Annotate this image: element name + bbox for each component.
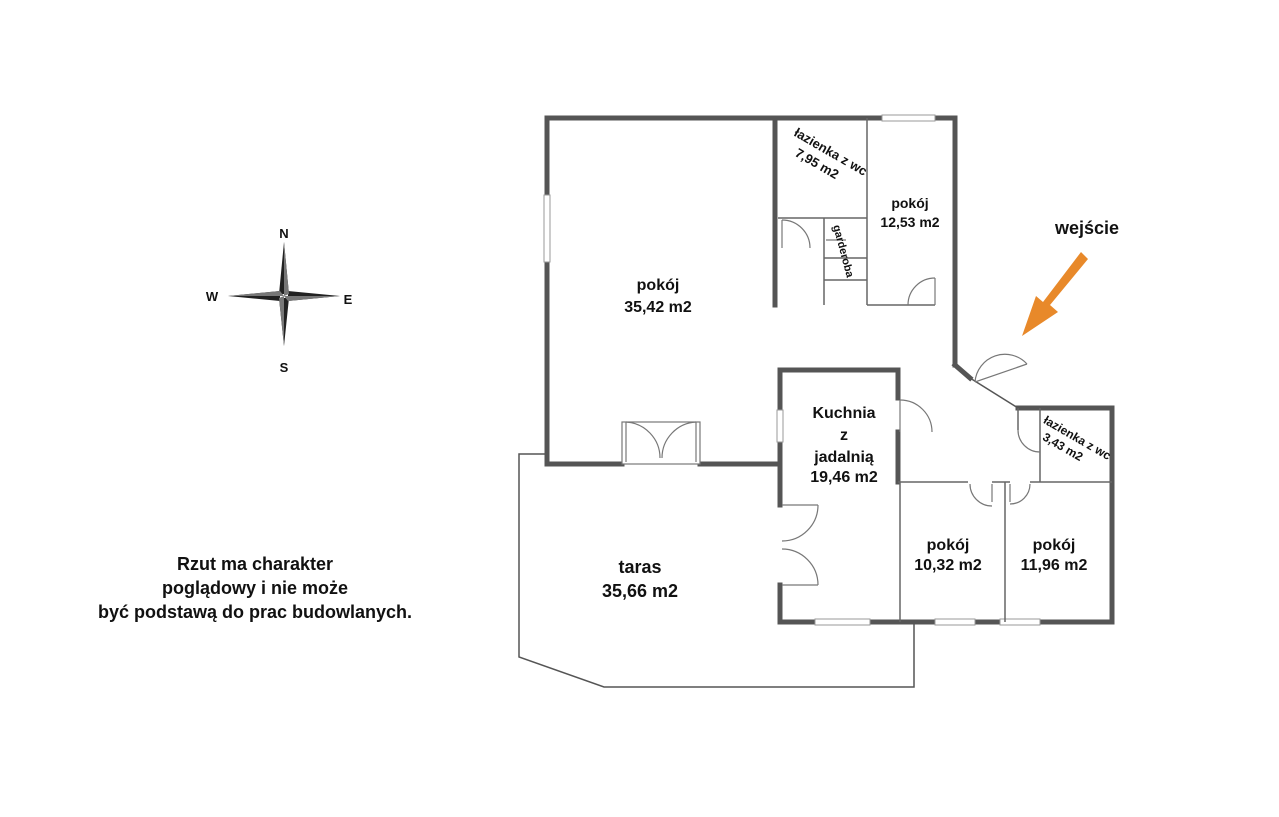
living-room-area: 35,42 m2 xyxy=(624,299,692,316)
room-ne-name: pokój xyxy=(891,195,928,211)
room-s1-name: pokój xyxy=(927,537,970,554)
terrace-area: 35,66 m2 xyxy=(602,581,678,601)
disclaimer-line1: Rzut ma charakter xyxy=(176,554,334,574)
disclaimer: Rzut ma charakter poglądowy i nie może b… xyxy=(40,552,470,624)
terrace-name: taras xyxy=(618,557,661,577)
terrace-outline xyxy=(518,453,915,688)
windows xyxy=(543,114,1041,626)
compass-w-label: W xyxy=(206,289,219,304)
wardrobe-name: garderoba xyxy=(830,224,856,280)
compass-n-label: N xyxy=(279,226,288,241)
entrance-arrow-icon xyxy=(1022,252,1088,336)
room-s2-area: 11,96 m2 xyxy=(1021,557,1088,574)
compass-rose: N S W E xyxy=(206,226,353,375)
disclaimer-line3: być podstawą do prac budowlanych. xyxy=(97,602,413,622)
living-room-name: pokój xyxy=(637,277,680,294)
kitchen-line1: Kuchnia xyxy=(812,405,875,422)
kitchen-area: 19,46 m2 xyxy=(810,469,878,486)
room-ne-area: 12,53 m2 xyxy=(880,214,939,230)
kitchen-line2: z xyxy=(840,427,848,444)
room-s1-area: 10,32 m2 xyxy=(914,557,982,574)
room-s2-name: pokój xyxy=(1033,537,1076,554)
kitchen-line3: jadalnią xyxy=(813,449,874,466)
doors xyxy=(621,219,1041,586)
compass-e-label: E xyxy=(344,292,353,307)
compass-s-label: S xyxy=(280,360,289,375)
interior-walls xyxy=(778,118,1112,622)
entrance-label: wejście xyxy=(1054,218,1119,238)
exterior-walls xyxy=(544,115,1115,625)
disclaimer-line2: poglądowy i nie może xyxy=(161,578,349,598)
